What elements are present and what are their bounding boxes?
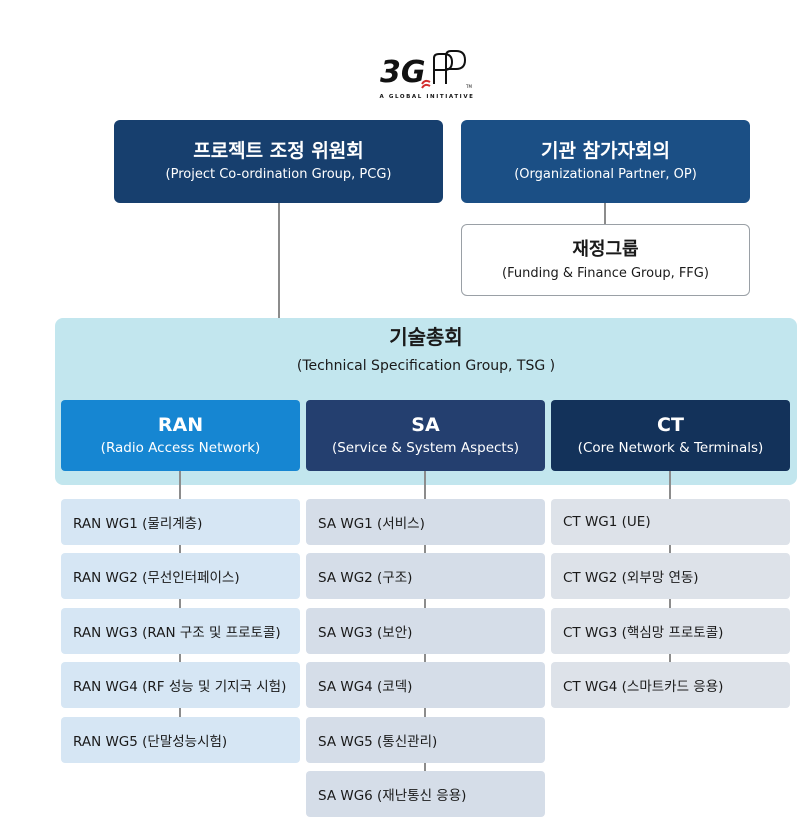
pcg-box: 프로젝트 조정 위원회 (Project Co-ordination Group… bbox=[114, 120, 443, 203]
ran-wg-item: RAN WG2 (무선인터페이스) bbox=[61, 553, 300, 599]
ran-group-name: RAN bbox=[157, 414, 204, 436]
logo-tagline: A GLOBAL INITIATIVE bbox=[379, 94, 475, 100]
sa-wg-item: SA WG3 (보안) bbox=[306, 608, 545, 654]
op-subtitle: (Organizational Partner, OP) bbox=[514, 167, 697, 182]
ffg-title: 재정그룹 bbox=[572, 238, 639, 260]
ran-wg-item: RAN WG4 (RF 성능 및 기지국 시험) bbox=[61, 662, 300, 708]
ct-group-subtitle: (Core Network & Terminals) bbox=[577, 440, 764, 456]
svg-text:TM: TM bbox=[465, 84, 472, 89]
connector-op-ffg bbox=[604, 203, 606, 224]
ran-wg-item: RAN WG3 (RAN 구조 및 프로토콜) bbox=[61, 608, 300, 654]
ran-wg-item: RAN WG5 (단말성능시험) bbox=[61, 717, 300, 763]
3gpp-logo-mark: 3G TM bbox=[380, 50, 472, 90]
3gpp-logo: 3G TM A GLOBAL INITIATIVE bbox=[372, 46, 482, 106]
ran-wg-item: RAN WG1 (물리계층) bbox=[61, 499, 300, 545]
sa-wg-item: SA WG2 (구조) bbox=[306, 553, 545, 599]
svg-text:3G: 3G bbox=[380, 55, 426, 90]
ffg-box: 재정그룹 (Funding & Finance Group, FFG) bbox=[461, 224, 750, 296]
tsg-subtitle: (Technical Specification Group, TSG ) bbox=[296, 358, 556, 374]
connector-pcg-tsg bbox=[278, 203, 280, 318]
ran-group-subtitle: (Radio Access Network) bbox=[100, 440, 261, 456]
sa-group-box: SA (Service & System Aspects) bbox=[306, 400, 545, 471]
sa-wg-item: SA WG6 (재난통신 응용) bbox=[306, 771, 545, 817]
sa-wg-item: SA WG4 (코덱) bbox=[306, 662, 545, 708]
ffg-subtitle: (Funding & Finance Group, FFG) bbox=[502, 265, 709, 281]
tsg-title: 기술총회 bbox=[389, 325, 463, 349]
sa-group-name: SA bbox=[411, 414, 440, 436]
ct-wg-item: CT WG2 (외부망 연동) bbox=[551, 553, 790, 599]
connector-ran-wgs bbox=[179, 471, 181, 740]
sa-wg-item: SA WG1 (서비스) bbox=[306, 499, 545, 545]
sa-group-subtitle: (Service & System Aspects) bbox=[331, 440, 520, 456]
ct-wg-item: CT WG4 (스마트카드 응용) bbox=[551, 662, 790, 708]
ran-group-box: RAN (Radio Access Network) bbox=[61, 400, 300, 471]
op-title: 기관 참가자회의 bbox=[541, 140, 670, 162]
op-box: 기관 참가자회의 (Organizational Partner, OP) bbox=[461, 120, 750, 203]
pcg-subtitle: (Project Co-ordination Group, PCG) bbox=[165, 167, 392, 182]
ct-group-box: CT (Core Network & Terminals) bbox=[551, 400, 790, 471]
sa-wg-item: SA WG5 (통신관리) bbox=[306, 717, 545, 763]
ct-group-name: CT bbox=[657, 414, 684, 436]
pcg-title: 프로젝트 조정 위원회 bbox=[193, 140, 364, 162]
ct-wg-item: CT WG3 (핵심망 프로토콜) bbox=[551, 608, 790, 654]
ct-wg-item: CT WG1 (UE) bbox=[551, 499, 790, 545]
